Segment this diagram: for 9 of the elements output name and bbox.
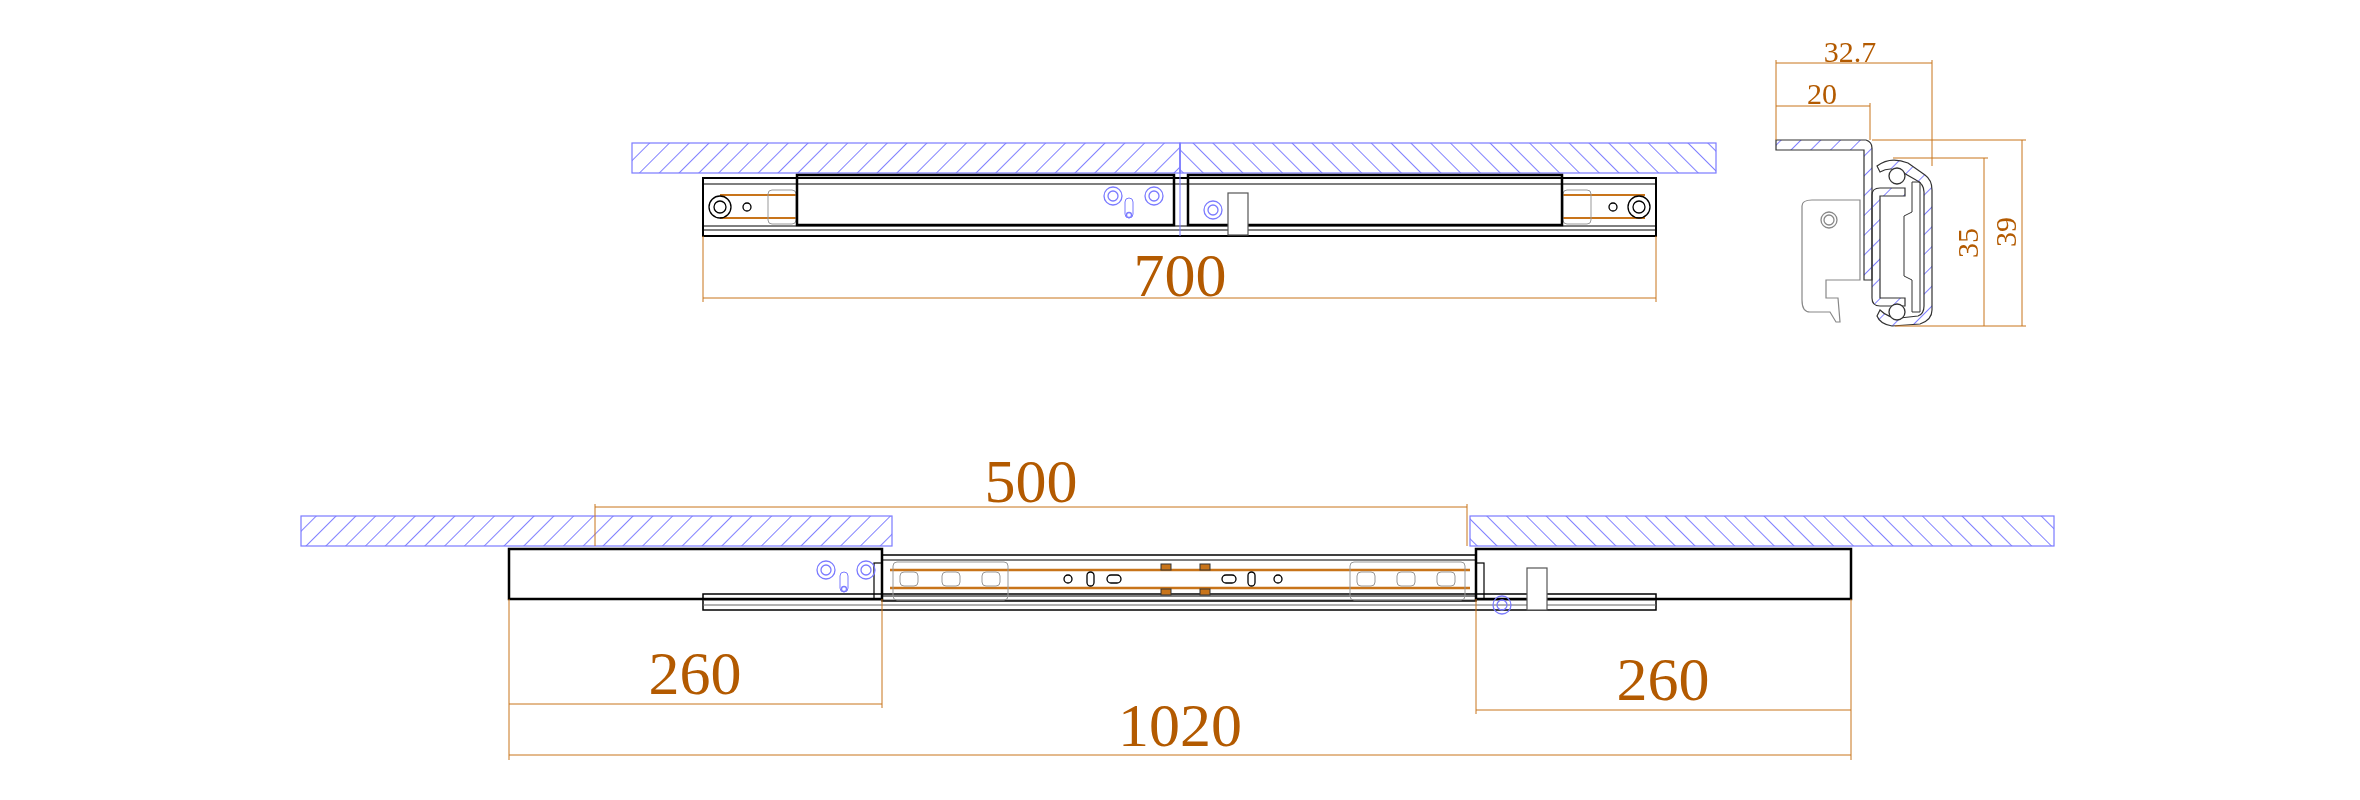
dimension-label: 35 xyxy=(1953,228,1983,258)
dimension-label: 700 xyxy=(1133,244,1227,306)
dimension-label: 20 xyxy=(1807,79,1837,109)
dimension-label: 1020 xyxy=(1118,694,1242,756)
dimension-label: 39 xyxy=(1991,217,2021,247)
dimension-label: 260 xyxy=(1616,648,1710,710)
dimension-label: 32.7 xyxy=(1823,37,1877,67)
dimension-label: 500 xyxy=(984,450,1078,512)
dimension-label: 260 xyxy=(648,642,742,704)
